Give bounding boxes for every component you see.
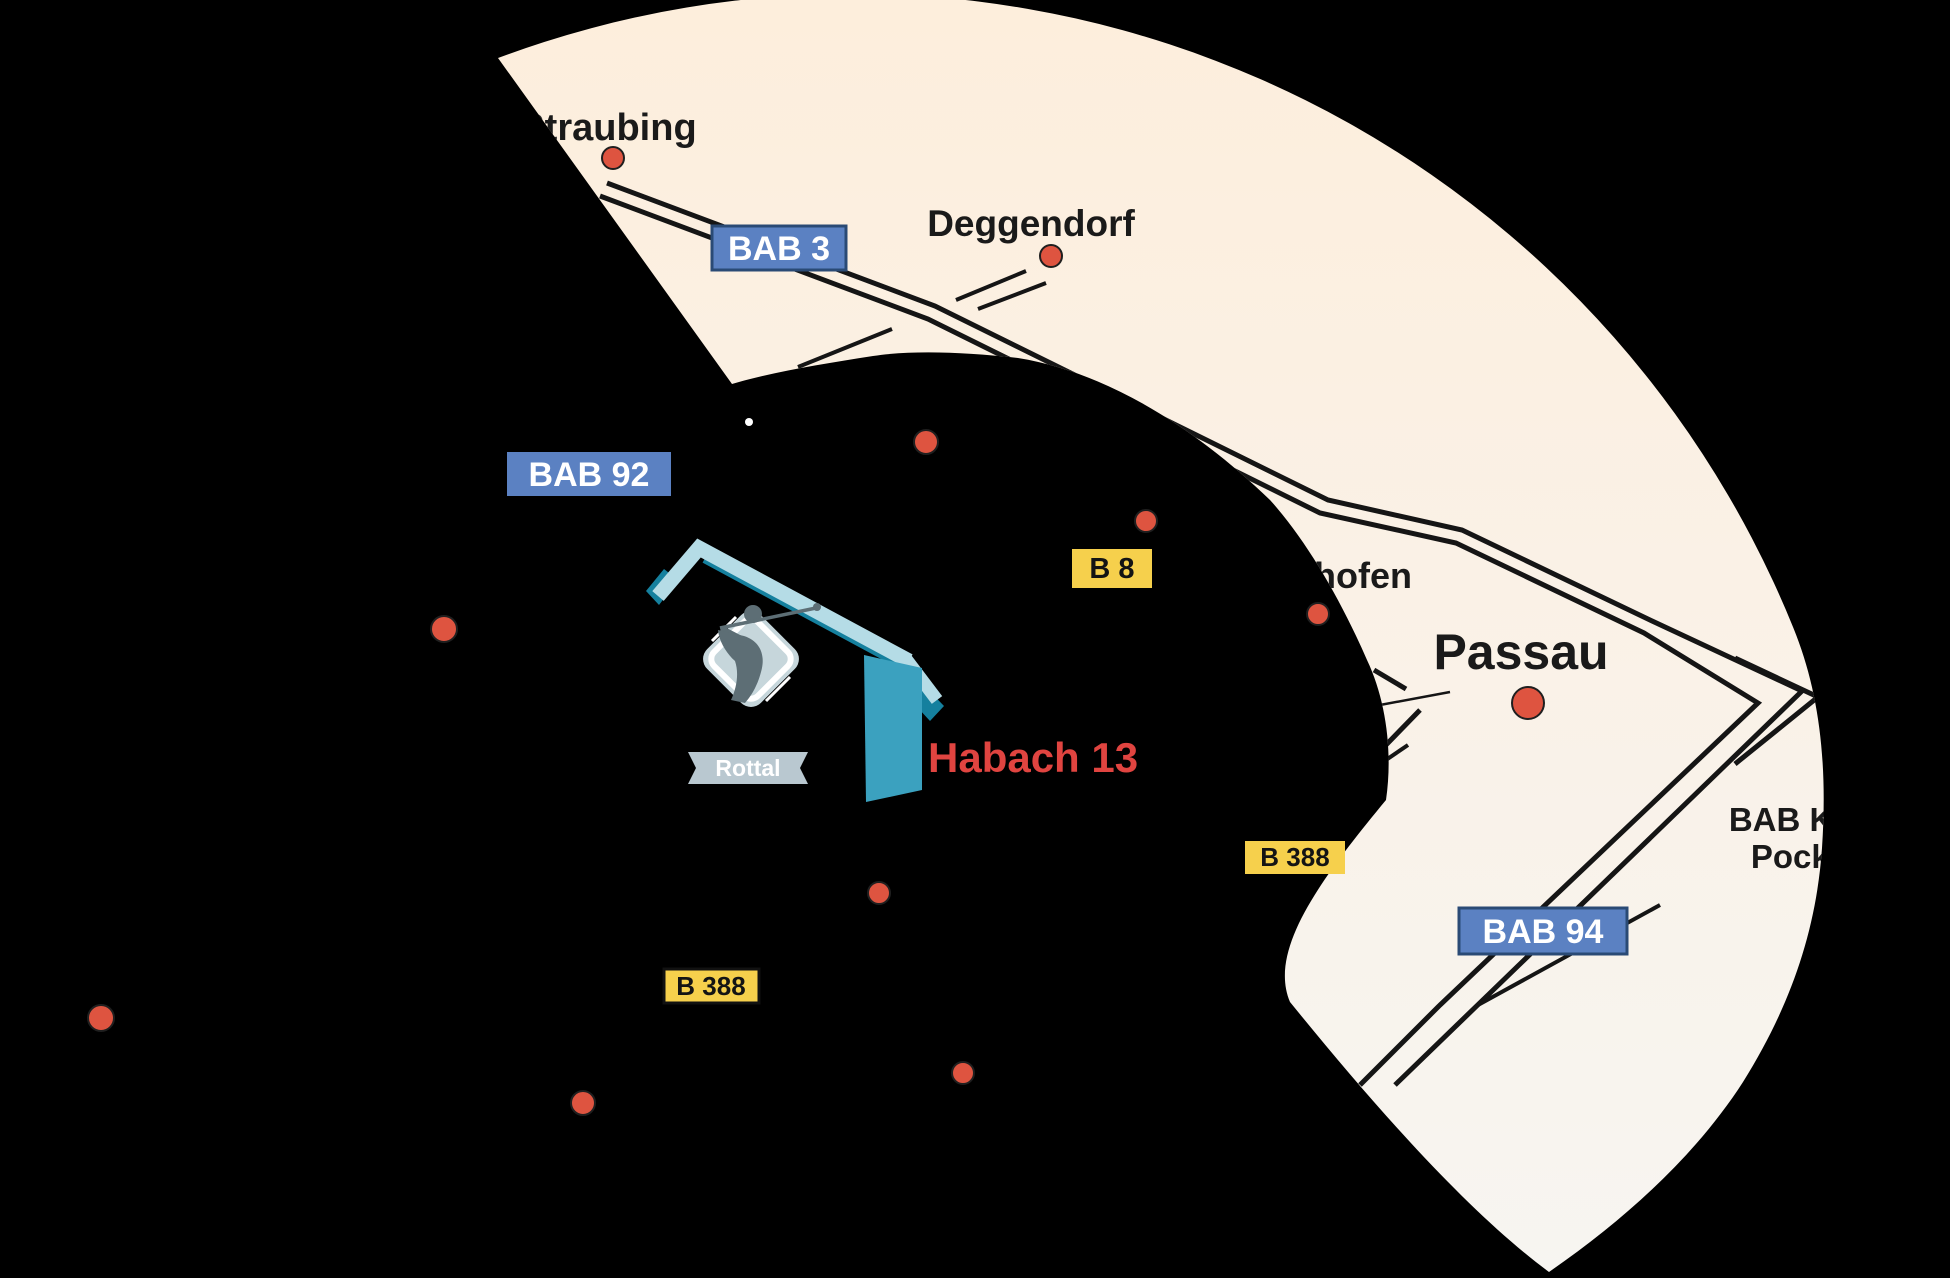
road-deggendorf-spur-2 (977, 281, 1047, 311)
town-dot-4 (867, 881, 891, 905)
road-label-bab3-text: BAB 3 (728, 230, 830, 268)
road-label-b388-left: B 388 (662, 967, 761, 1005)
road-label-bab94-box (1457, 906, 1629, 956)
road-label-b388-left-text: B 388 (676, 971, 745, 1001)
road-label-b8-text: B 8 (1089, 553, 1134, 585)
ribbon-label: Rottal (715, 755, 780, 781)
town-dot-3 (430, 615, 458, 643)
town-dot-1 (913, 429, 939, 455)
road-label-b388-right-box (1245, 841, 1345, 874)
city-dot-passau (1511, 686, 1545, 720)
city-label-deggendorf: Deggendorf (927, 203, 1135, 244)
city-dot-deggendorf (1039, 244, 1063, 268)
city-dot-straubing (601, 146, 625, 170)
town-dot-5 (87, 1004, 115, 1032)
road-label-b8: B 8 (1072, 549, 1152, 588)
road-label-bab94: BAB 94 (1457, 906, 1629, 956)
marker-pointer-band (864, 655, 922, 802)
road-label-b388-left-box (662, 967, 761, 1005)
ribbon-banner (688, 752, 808, 784)
junction-label-line2: Pocking (1751, 838, 1879, 875)
road-label-bab3: BAB 3 (710, 224, 848, 272)
city-dot-vilshofen (1306, 602, 1330, 626)
road-label-b8-box (1072, 549, 1152, 588)
road-deggendorf-spur-1 (955, 269, 1027, 302)
road-passau-local (1379, 690, 1451, 707)
road-b8-segment (797, 327, 893, 369)
town-dot-7 (570, 1090, 596, 1116)
golfer-icon (718, 603, 821, 703)
road-stub-2 (1382, 708, 1422, 749)
road-label-b388-right: B 388 (1245, 841, 1345, 874)
address-label: Habach 13 (928, 734, 1138, 781)
road-label-bab94-text: BAB 94 (1483, 913, 1604, 951)
map-fragment-dot (745, 418, 753, 426)
road-label-b388-right-text: B 388 (1260, 842, 1329, 872)
emblem-shine-2 (764, 675, 792, 703)
town-dots (87, 146, 1545, 1116)
golf-emblem (703, 603, 821, 707)
road-label-bab92-text: BAB 92 (529, 456, 650, 494)
city-label-passau: Passau (1433, 624, 1608, 680)
town-dot-2 (1134, 509, 1158, 533)
road-label-bab92-box (507, 452, 671, 496)
road-stub-1 (1372, 667, 1408, 692)
road-label-bab92: BAB 92 (507, 452, 671, 496)
golf-club-marker: Rottal Habach 13 (646, 538, 1138, 802)
marker-roof-light-band (652, 538, 913, 668)
town-dot-6 (951, 1061, 975, 1085)
road-label-bab3-box (710, 224, 848, 272)
junction-label-line1: BAB Kreuz (1729, 801, 1901, 838)
